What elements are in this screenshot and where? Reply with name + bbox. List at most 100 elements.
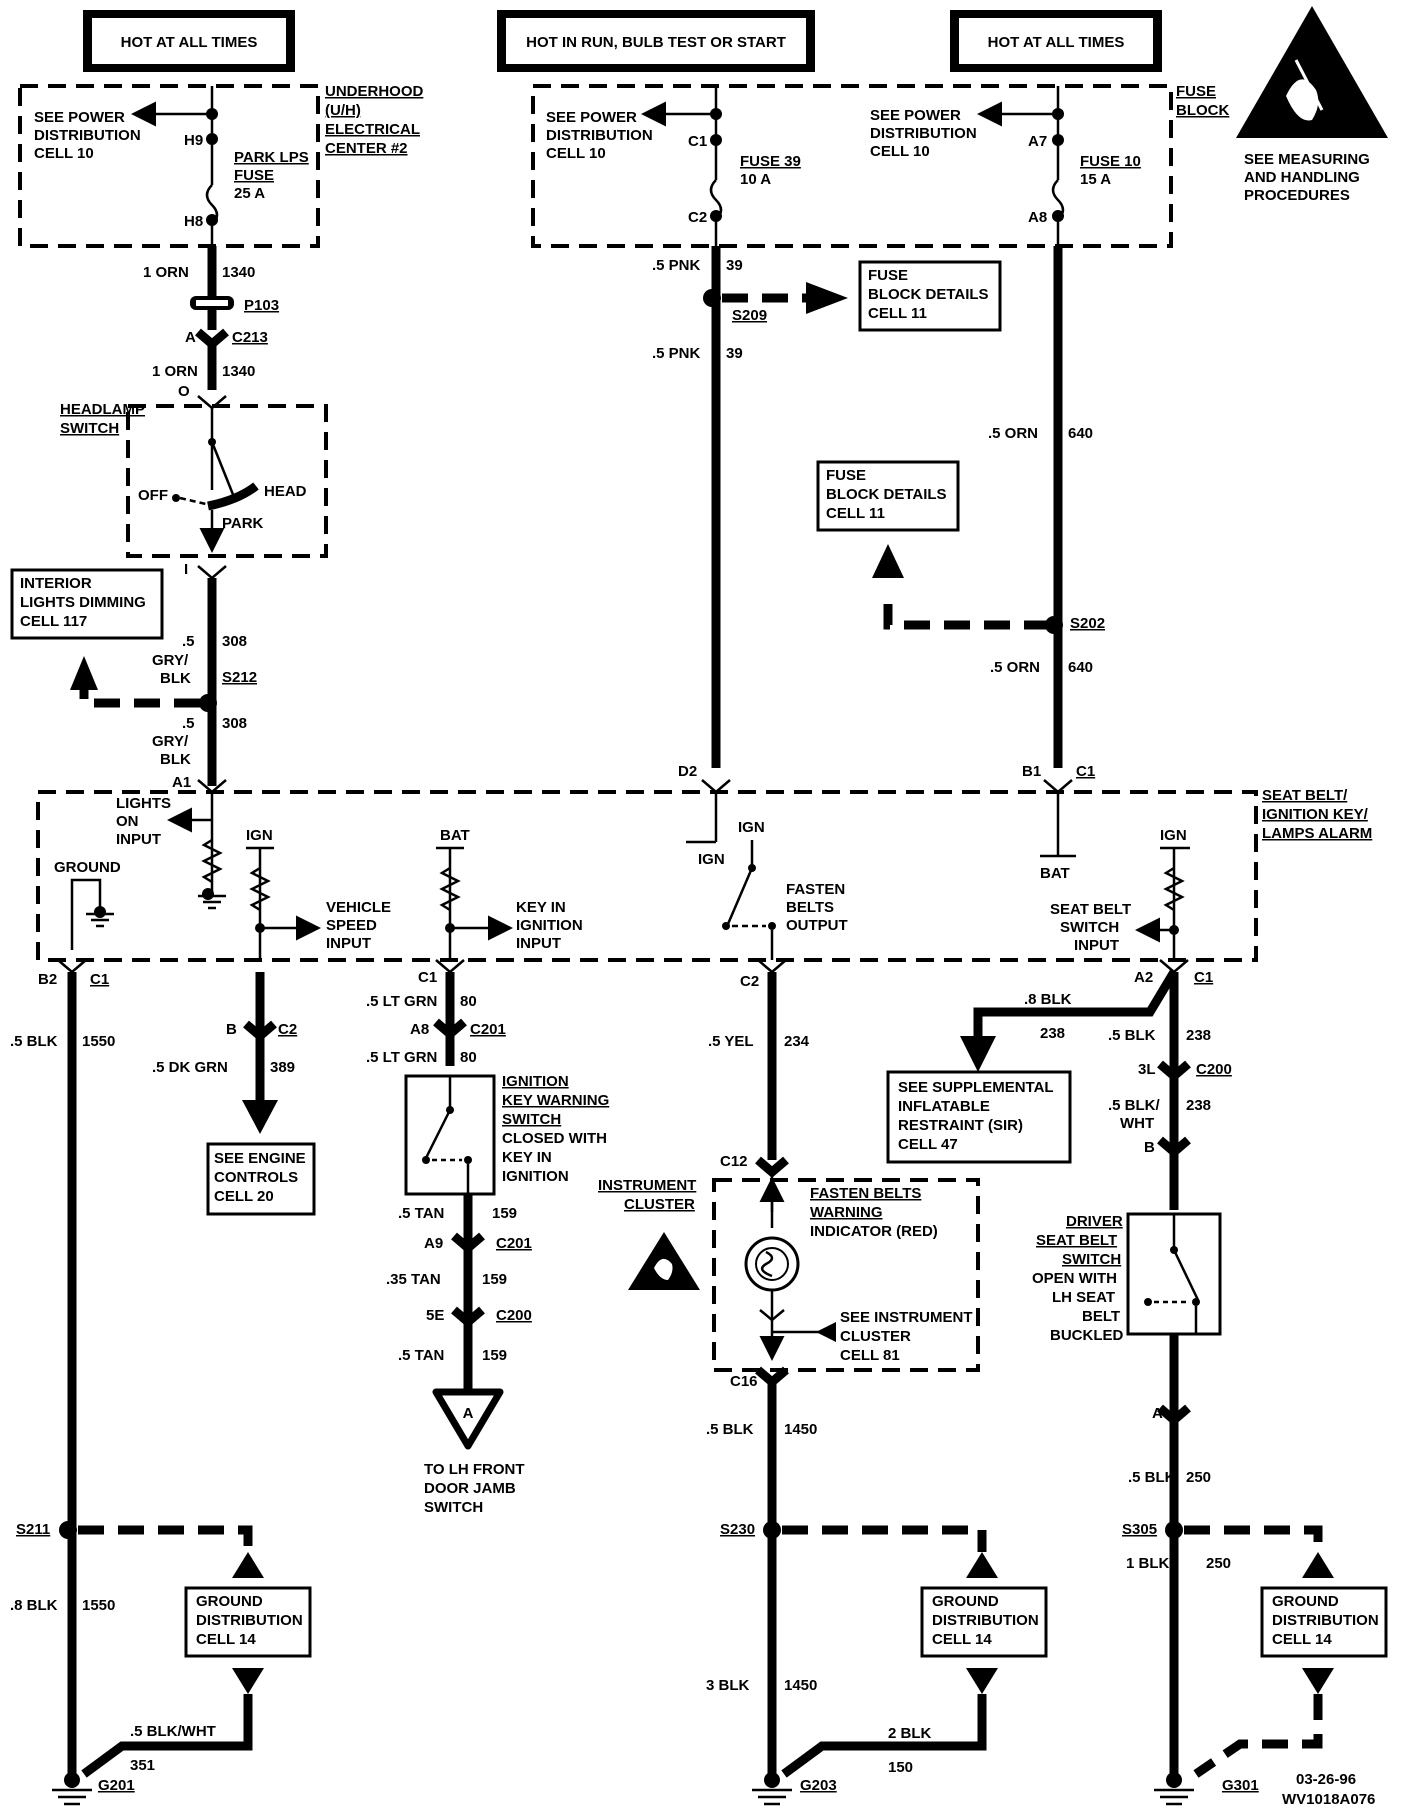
svg-text:SEE POWER: SEE POWER	[546, 109, 637, 126]
park-lps-fuse-label: PARK LPS FUSE 25 A	[234, 149, 309, 202]
svg-text:RESTRAINT (SIR): RESTRAINT (SIR)	[898, 1117, 1023, 1134]
svg-text:S305: S305	[1122, 1521, 1157, 1538]
svg-text:DISTRIBUTION: DISTRIBUTION	[1272, 1612, 1379, 1629]
svg-text:.5 BLK: .5 BLK	[10, 1033, 58, 1050]
svg-text:S209: S209	[732, 307, 767, 324]
svg-text:CELL 117: CELL 117	[20, 613, 87, 630]
svg-text:.5 TAN: .5 TAN	[398, 1347, 444, 1364]
svg-text:238: 238	[1040, 1025, 1065, 1042]
splice-s305	[1165, 1521, 1183, 1539]
lights-on-input-label: LIGHTS ON INPUT	[116, 795, 171, 848]
svg-text:A8: A8	[1028, 209, 1047, 226]
underhood-label: UNDERHOOD (U/H) ELECTRICAL CENTER #2	[325, 83, 424, 157]
esd-text: SEE MEASURING AND HANDLING PROCEDURES	[1244, 151, 1370, 204]
svg-text:1 ORN: 1 ORN	[152, 363, 198, 380]
svg-text:C1: C1	[418, 969, 437, 986]
svg-text:GROUND: GROUND	[932, 1593, 999, 1610]
svg-text:HOT IN RUN, BULB TEST OR START: HOT IN RUN, BULB TEST OR START	[526, 34, 786, 51]
svg-text:SWITCH: SWITCH	[1062, 1251, 1121, 1268]
svg-text:CLUSTER: CLUSTER	[840, 1328, 911, 1345]
svg-text:15 A: 15 A	[1080, 171, 1111, 188]
svg-text:308: 308	[222, 633, 247, 650]
svg-text:HEAD: HEAD	[264, 483, 307, 500]
svg-text:80: 80	[460, 993, 477, 1010]
svg-text:CELL 10: CELL 10	[546, 145, 606, 162]
wire-238-sir	[973, 969, 1178, 1044]
svg-text:INPUT: INPUT	[116, 831, 161, 848]
svg-text:C1: C1	[1194, 969, 1213, 986]
ground-distribution-box-2: GROUND DISTRIBUTION CELL 14	[920, 1586, 1048, 1658]
svg-text:PARK: PARK	[222, 515, 264, 532]
svg-text:DISTRIBUTION: DISTRIBUTION	[546, 127, 653, 144]
esd-warning-icon	[1236, 6, 1388, 138]
fuse-block-see-power-1: SEE POWER DISTRIBUTION CELL 10	[546, 109, 653, 162]
module-ground-path	[70, 878, 102, 950]
diagram-footer-code: 03-26-96 WV1018A076	[1282, 1771, 1375, 1808]
fuse-block-label: FUSE BLOCK	[1176, 83, 1229, 119]
svg-text:DOOR JAMB: DOOR JAMB	[424, 1480, 516, 1497]
svg-text:.5 ORN: .5 ORN	[988, 425, 1038, 442]
svg-text:3L: 3L	[1138, 1061, 1156, 1078]
svg-text:.8 BLK: .8 BLK	[1024, 991, 1072, 1008]
svg-text:CONTROLS: CONTROLS	[214, 1169, 298, 1186]
svg-text:IGN: IGN	[246, 827, 273, 844]
svg-text:C200: C200	[1196, 1061, 1232, 1078]
splice-s212	[199, 694, 217, 712]
fasten-belts-output-switch	[726, 867, 754, 925]
svg-text:1340: 1340	[222, 264, 255, 281]
svg-text:351: 351	[130, 1757, 155, 1774]
svg-text:CENTER #2: CENTER #2	[325, 140, 408, 157]
svg-text:39: 39	[726, 345, 743, 362]
svg-text:KEY WARNING: KEY WARNING	[502, 1092, 609, 1109]
svg-text:GRY/: GRY/	[152, 652, 189, 669]
svg-text:IGN: IGN	[698, 851, 725, 868]
svg-text:2 BLK: 2 BLK	[888, 1725, 932, 1742]
svg-text:BAT: BAT	[440, 827, 470, 844]
header-hot-in-run: HOT IN RUN, BULB TEST OR START	[497, 10, 815, 72]
svg-text:P103: P103	[244, 297, 279, 314]
fuse-block-box	[531, 84, 1173, 248]
svg-text:FASTEN: FASTEN	[786, 881, 845, 898]
svg-text:308: 308	[222, 715, 247, 732]
svg-text:CELL 11: CELL 11	[868, 305, 927, 322]
svg-text:CELL 11: CELL 11	[826, 505, 885, 522]
driver-seat-belt-switch	[1126, 1212, 1222, 1336]
svg-text:KEY IN: KEY IN	[502, 1149, 552, 1166]
svg-text:.5 PNK: .5 PNK	[652, 345, 701, 362]
svg-text:.5 BLK: .5 BLK	[706, 1421, 754, 1438]
svg-text:159: 159	[482, 1347, 507, 1364]
ground-distribution-box-1: GROUND DISTRIBUTION CELL 14	[184, 1586, 312, 1658]
s305-dashed-link	[1184, 1525, 1323, 1552]
lights-on-resistor	[201, 838, 223, 884]
svg-text:.5 YEL: .5 YEL	[708, 1033, 754, 1050]
svg-text:C2: C2	[278, 1021, 297, 1038]
svg-text:INDICATOR (RED): INDICATOR (RED)	[810, 1223, 938, 1240]
seat-belt-alarm-label: SEAT BELT/ IGNITION KEY/ LAMPS ALARM	[1262, 787, 1372, 842]
svg-text:BLK: BLK	[160, 670, 191, 687]
svg-text:B1: B1	[1022, 763, 1041, 780]
svg-text:IGNITION: IGNITION	[516, 917, 583, 934]
svg-text:FUSE 10: FUSE 10	[1080, 153, 1141, 170]
svg-text:.5 BLK: .5 BLK	[1128, 1469, 1176, 1486]
instrument-cluster-esd-icon	[628, 1232, 700, 1290]
svg-text:3 BLK: 3 BLK	[706, 1677, 750, 1694]
svg-text:D2: D2	[678, 763, 697, 780]
svg-text:SWITCH: SWITCH	[424, 1499, 483, 1516]
svg-text:PARK LPS: PARK LPS	[234, 149, 309, 166]
svg-text:C2: C2	[740, 973, 759, 990]
underhood-see-power: SEE POWER DISTRIBUTION CELL 10	[34, 109, 141, 162]
svg-text:INSTRUMENT: INSTRUMENT	[598, 1177, 696, 1194]
svg-text:.5 BLK: .5 BLK	[1108, 1027, 1156, 1044]
headlamp-switch-label: HEADLAMP SWITCH	[60, 401, 145, 437]
svg-text:KEY IN: KEY IN	[516, 899, 566, 916]
fasten-belts-indicator-label: FASTEN BELTS WARNING INDICATOR (RED)	[810, 1185, 938, 1240]
fuse-block-see-power-2: SEE POWER DISTRIBUTION CELL 10	[870, 107, 977, 160]
svg-text:WV1018A076: WV1018A076	[1282, 1791, 1375, 1808]
vehicle-speed-input-label: VEHICLE SPEED INPUT	[326, 899, 391, 952]
svg-text:SEE MEASURING: SEE MEASURING	[1244, 151, 1370, 168]
see-instrument-cluster-label: SEE INSTRUMENT CLUSTER CELL 81	[840, 1309, 973, 1364]
see-engine-controls-box: SEE ENGINE CONTROLS CELL 20	[206, 1142, 316, 1216]
headlamp-switch-box	[126, 404, 328, 558]
svg-text:H9: H9	[184, 132, 203, 149]
